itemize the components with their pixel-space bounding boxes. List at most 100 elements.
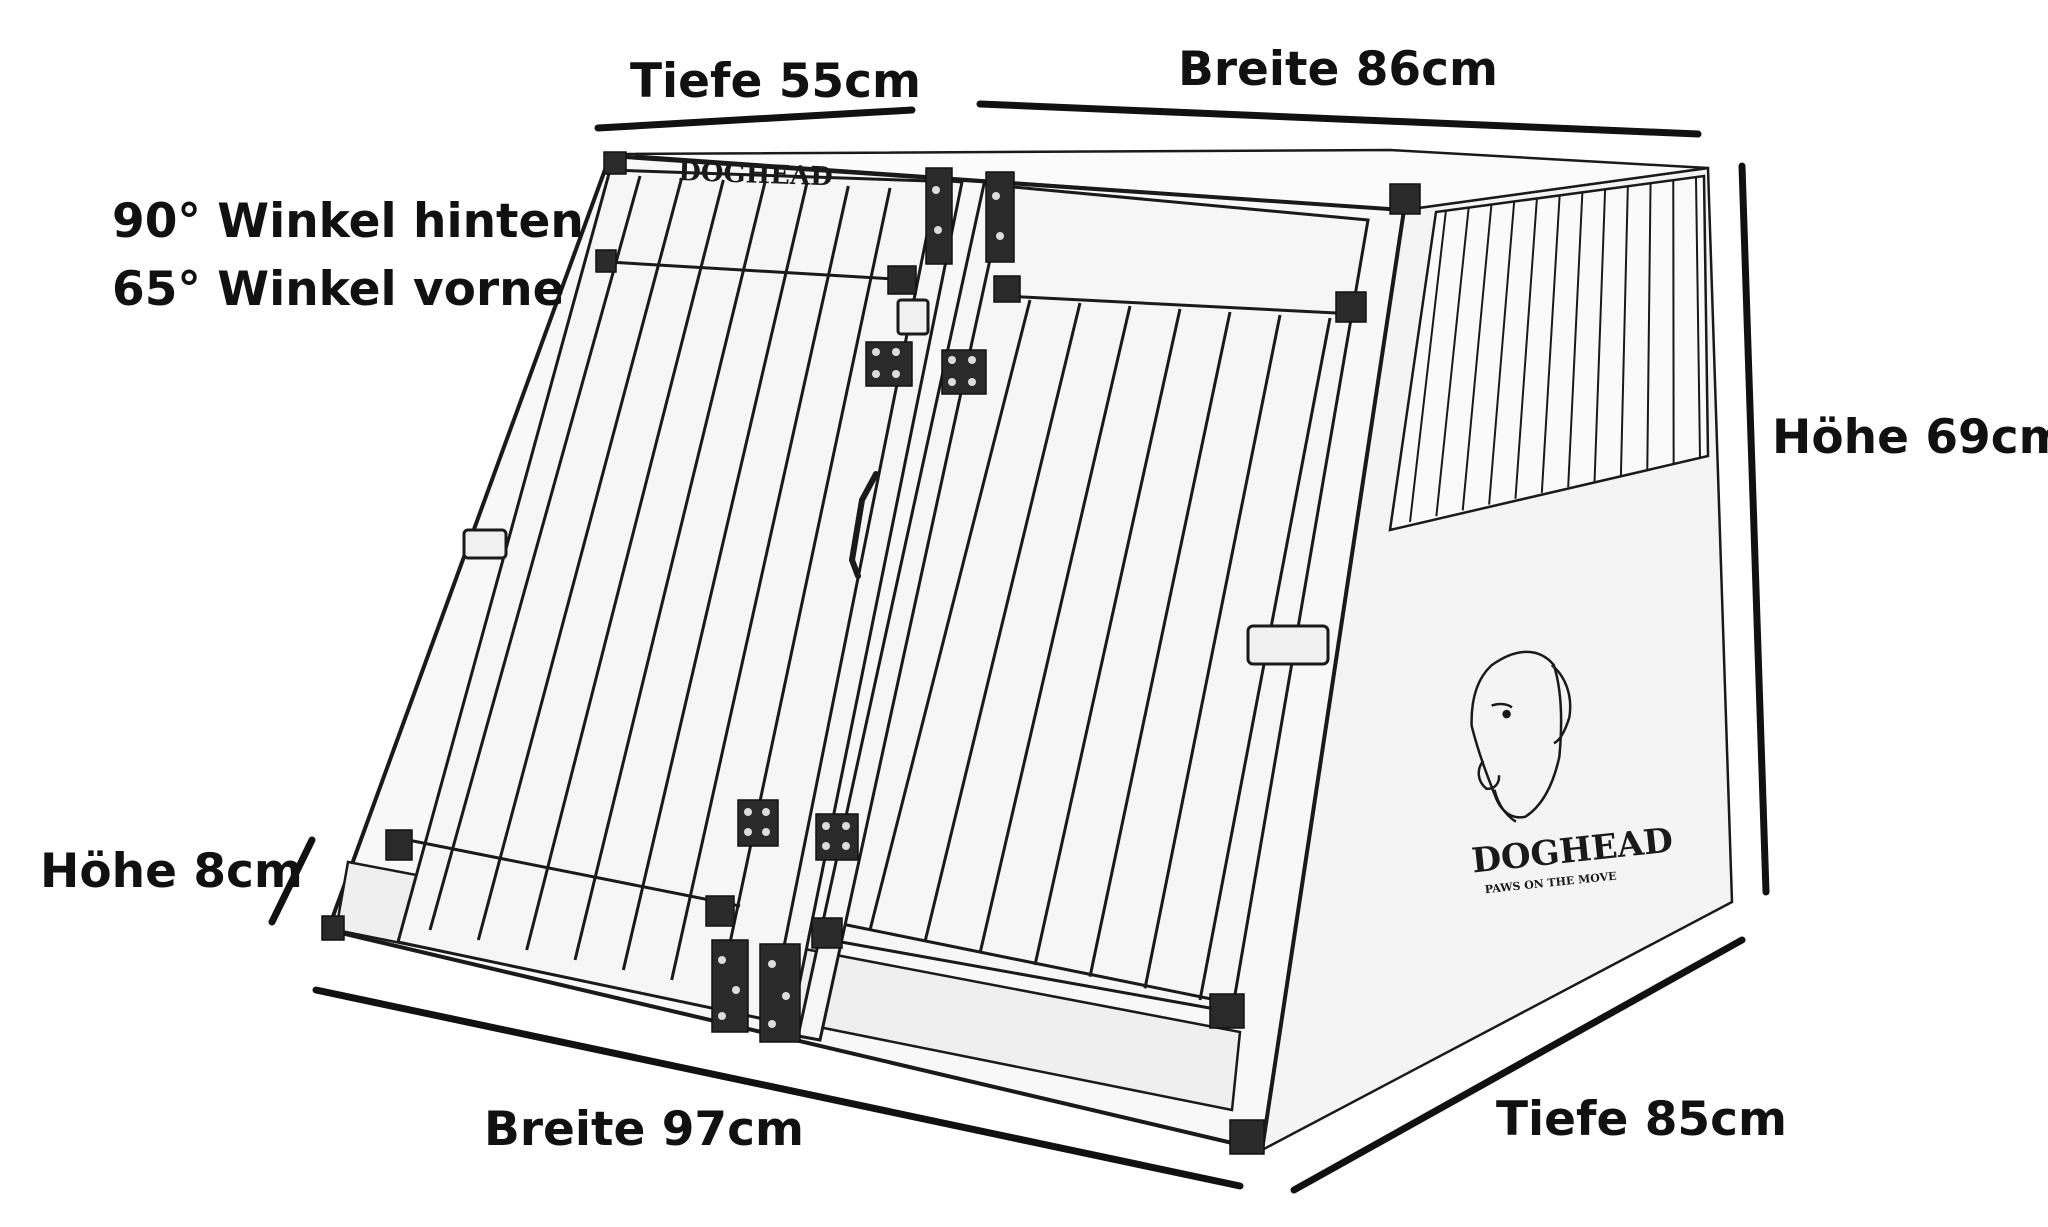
door-bar [621, 183, 809, 971]
screw [932, 186, 940, 194]
latch-icon [896, 298, 930, 336]
screw [822, 822, 830, 830]
side-bar [1514, 198, 1538, 499]
label-width-top: Breite 86cm [1178, 42, 1498, 97]
corner-bracket [1335, 291, 1367, 323]
door-bar [476, 177, 684, 941]
label-depth-bottom: Tiefe 85cm [1496, 1092, 1787, 1147]
corner-bracket [603, 151, 627, 175]
corner-bracket [1389, 183, 1421, 215]
hinge-plate [925, 167, 953, 265]
side-bar [1435, 206, 1470, 517]
door-handle-icon [848, 471, 879, 579]
screw [842, 822, 850, 830]
door-bar [923, 302, 1082, 943]
screw [842, 842, 850, 850]
latch-icon [1246, 624, 1330, 666]
screw [762, 808, 770, 816]
dim-line-depth-top [594, 106, 916, 132]
screw [892, 370, 900, 378]
left-door-bars [428, 175, 892, 991]
corner-bracket [705, 895, 735, 927]
corner-bracket [887, 265, 917, 295]
corner-bracket [385, 829, 413, 861]
corner-bracket [993, 275, 1021, 303]
screw [872, 370, 880, 378]
screw [718, 956, 726, 964]
label-angle-back: 90° Winkel hinten [112, 194, 584, 249]
screw [732, 986, 740, 994]
label-depth-top: Tiefe 55cm [630, 54, 921, 109]
right-door-bottom-rail [841, 922, 1237, 1006]
dim-line-height-base [268, 836, 316, 926]
screw [718, 1012, 726, 1020]
screw [992, 192, 1000, 200]
screw [872, 348, 880, 356]
corner-bracket [811, 917, 843, 949]
screw [892, 348, 900, 356]
screw [968, 356, 976, 364]
door-bar [718, 187, 892, 991]
latches [462, 298, 1330, 666]
hinge-plate [711, 939, 749, 1033]
right-door-top-rail [1003, 294, 1357, 316]
side-bar [1593, 189, 1607, 482]
side-bar [1409, 209, 1447, 523]
side-bar [1461, 204, 1493, 511]
door-bar [868, 299, 1032, 931]
side-bar [1540, 195, 1561, 493]
side-bar [1619, 186, 1629, 476]
dim-line-width-bottom [312, 986, 1244, 1190]
screw [968, 378, 976, 386]
dim-line-width-top [976, 100, 1702, 138]
door-bar [1033, 308, 1182, 966]
label-height-base: Höhe 8cm [40, 844, 303, 899]
screw [768, 960, 776, 968]
side-bar [1488, 201, 1516, 505]
hinge-plate [941, 349, 987, 395]
door-bar [428, 175, 642, 931]
side-bar [1646, 183, 1652, 470]
hinge-plate [759, 943, 801, 1043]
screw [948, 378, 956, 386]
door-bar [573, 181, 767, 961]
latch-icon [462, 528, 508, 560]
right-door-bars [868, 299, 1332, 1001]
screw [948, 356, 956, 364]
hardware [321, 151, 1421, 1155]
door-bar [525, 179, 725, 951]
screw [744, 828, 752, 836]
hinge-plate [737, 799, 779, 847]
dog-head-logo-icon [1470, 650, 1572, 823]
screw [782, 992, 790, 1000]
corner-bracket [1229, 1119, 1265, 1155]
label-height-total: Höhe 69cm [1772, 410, 2048, 465]
dim-line-height-total [1738, 162, 1770, 896]
corner-bracket [321, 915, 345, 941]
corner-bracket [1209, 993, 1245, 1029]
hinge-screws [718, 186, 1004, 1028]
door-logo: DOGHEAD [678, 157, 833, 192]
hinge-plate [865, 341, 913, 387]
door-bar [670, 185, 850, 981]
left-door-bottom-rail [397, 836, 741, 908]
screw [768, 1020, 776, 1028]
screw [996, 232, 1004, 240]
screw [762, 828, 770, 836]
screw [822, 842, 830, 850]
label-width-bottom: Breite 97cm [484, 1102, 804, 1157]
hinge-plate [815, 813, 859, 861]
side-window-bars [1409, 177, 1701, 523]
screw [744, 808, 752, 816]
door-bar [1088, 311, 1232, 977]
dim-line-depth-bottom [1290, 936, 1746, 1194]
hinge-plate [985, 171, 1015, 263]
side-bar [1695, 177, 1701, 459]
dimension-lines [268, 100, 1770, 1194]
corner-bracket [595, 249, 617, 273]
screw [934, 226, 942, 234]
side-bar [1567, 192, 1584, 488]
door-bar [978, 305, 1132, 954]
door-bar [1143, 314, 1282, 989]
